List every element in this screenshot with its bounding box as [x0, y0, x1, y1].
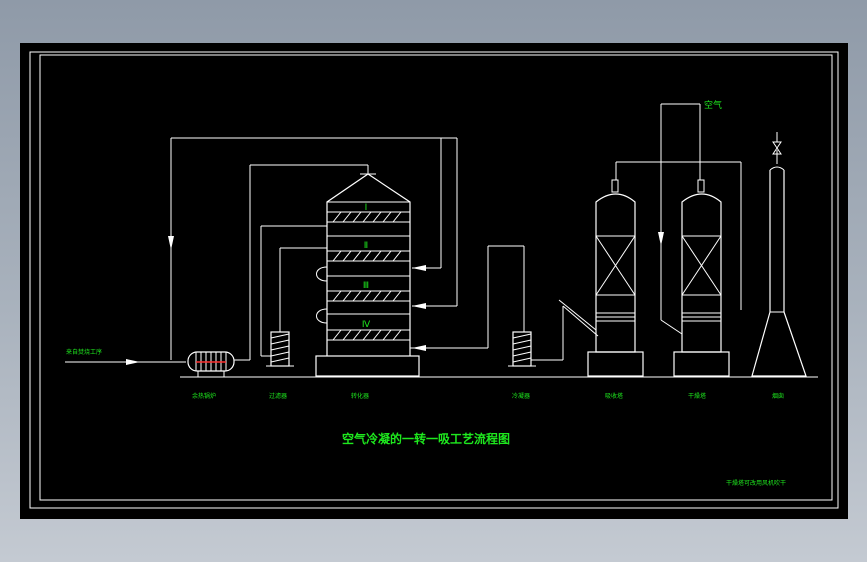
outer-border	[29, 51, 839, 509]
label-chimney: 烟囱	[772, 392, 784, 400]
air-arrow	[658, 232, 664, 246]
chimney	[751, 132, 807, 377]
label-heater: 余热锅炉	[192, 392, 216, 400]
outlet-arrow	[412, 345, 426, 351]
absorber-tower	[587, 179, 644, 377]
inlet-label: 来自焚烧工序	[66, 348, 102, 356]
bed3-arrow	[412, 303, 426, 309]
bed-label-1: Ⅰ	[365, 203, 368, 213]
heater-vessel	[187, 351, 235, 377]
converter-tower	[315, 173, 420, 377]
inner-border	[39, 54, 833, 501]
diagram-note: 干燥塔可改用风机吹干	[726, 479, 786, 487]
downcomer-arrow	[168, 236, 174, 250]
cooler-vessel	[508, 331, 536, 367]
label-absorber: 吸收塔	[605, 392, 623, 400]
dryer-inlet-pipe	[660, 319, 683, 335]
bed2-arrow	[412, 265, 426, 271]
drawing-canvas	[20, 43, 848, 519]
absorber-inlet-pipe	[558, 299, 597, 331]
label-converter: 转化器	[351, 392, 369, 400]
air-label: 空气	[704, 99, 722, 111]
label-cooler: 冷凝器	[512, 392, 530, 400]
bed-label-3: Ⅲ	[363, 281, 369, 291]
diagram-title: 空气冷凝的一转一吸工艺流程图	[342, 431, 510, 446]
filter-vessel	[266, 331, 294, 367]
bed-label-2: Ⅱ	[364, 241, 368, 251]
label-dryer: 干燥塔	[688, 392, 706, 400]
inlet-arrow	[126, 359, 140, 365]
absorber-inlet-pipe-2	[562, 305, 599, 337]
label-filter: 过滤器	[269, 392, 287, 400]
bed-label-4: Ⅳ	[362, 320, 371, 330]
dryer-tower	[673, 179, 730, 377]
